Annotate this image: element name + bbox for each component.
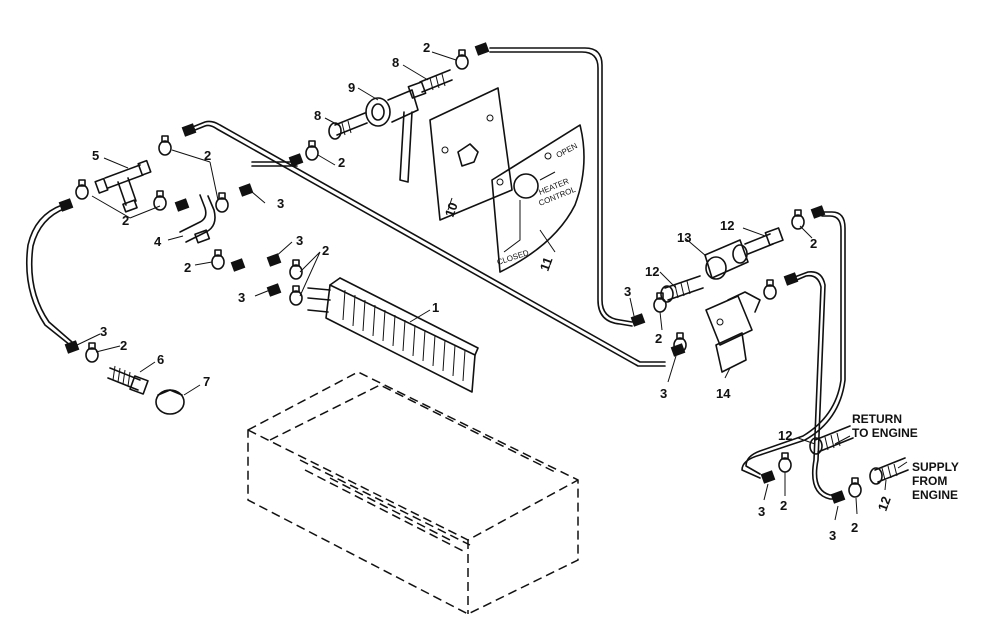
- callout-3: 3: [829, 528, 836, 543]
- callout-2: 2: [120, 338, 127, 353]
- clamp: [158, 135, 172, 156]
- plate-closed-text: CLOSED: [496, 248, 530, 267]
- return-note-line2: TO ENGINE: [852, 426, 918, 440]
- leader-lines: [74, 51, 908, 521]
- callout-3: 3: [660, 386, 667, 401]
- callout-3: 3: [758, 504, 765, 519]
- supply-note-line2: FROM: [912, 474, 947, 488]
- valve-fitting-upper: [407, 69, 453, 99]
- hose-ends: [58, 42, 846, 504]
- clamp: [153, 190, 167, 211]
- callout-11: 11: [537, 255, 556, 273]
- supply-note-line3: ENGINE: [912, 488, 958, 502]
- callout-5: 5: [92, 148, 99, 163]
- callout-2: 2: [423, 40, 430, 55]
- plate-open-text: OPEN: [555, 141, 579, 160]
- flow-notes: RETURN TO ENGINE SUPPLY FROM ENGINE: [852, 412, 959, 502]
- callout-3: 3: [296, 233, 303, 248]
- callout-12: 12: [645, 264, 659, 279]
- clamp: [211, 249, 225, 270]
- nipple-fitting: [107, 365, 149, 395]
- callout-3: 3: [624, 284, 631, 299]
- callout-12: 12: [875, 494, 894, 513]
- callout-12: 12: [720, 218, 734, 233]
- clamp: [848, 477, 862, 498]
- callout-2: 2: [655, 331, 662, 346]
- callout-1: 1: [432, 300, 439, 315]
- mounting-plate: [429, 87, 513, 221]
- adapter-fitting: [660, 275, 704, 303]
- clamp: [455, 49, 469, 70]
- clamp: [763, 279, 777, 300]
- adapter-fitting: [809, 425, 854, 455]
- callout-2: 2: [810, 236, 817, 251]
- clamp: [289, 285, 303, 306]
- clamp: [791, 209, 805, 230]
- clamp: [215, 192, 229, 213]
- tee-fitting: [94, 159, 152, 213]
- callout-10: 10: [442, 200, 461, 219]
- callout-2: 2: [122, 213, 129, 228]
- clamp: [289, 259, 303, 280]
- callout-14: 14: [716, 386, 731, 401]
- callout-2: 2: [204, 148, 211, 163]
- clamp: [75, 179, 89, 200]
- valve-fitting-lower: [328, 112, 368, 140]
- heater-core: [307, 277, 479, 393]
- callout-2: 2: [780, 498, 787, 513]
- callout-2: 2: [322, 243, 329, 258]
- supply-note-line1: SUPPLY: [912, 460, 959, 474]
- shutoff-valve: [365, 89, 419, 183]
- callout-2: 2: [338, 155, 345, 170]
- callout-4: 4: [154, 234, 162, 249]
- adapter-fitting: [869, 457, 909, 485]
- callout-9: 9: [348, 80, 355, 95]
- hose-lines: [25, 47, 846, 500]
- callout-8: 8: [314, 108, 321, 123]
- solenoid-valve: [705, 291, 761, 373]
- hose-clamps: [75, 49, 862, 498]
- callout-3: 3: [100, 324, 107, 339]
- cap: [155, 389, 185, 415]
- callout-8: 8: [392, 55, 399, 70]
- callout-2: 2: [184, 260, 191, 275]
- clamp: [85, 342, 99, 363]
- clamp: [305, 140, 319, 161]
- callout-3: 3: [238, 290, 245, 305]
- clamp: [778, 452, 792, 473]
- callout-13: 13: [677, 230, 691, 245]
- heater-housing: [247, 371, 579, 615]
- callout-labels: 2 8 9 8 5 2 2 3 2 4 3 2 2 3 1 3 2 6 7 10…: [92, 40, 894, 543]
- elbow-fitting: [179, 194, 216, 244]
- control-valve-body: [704, 227, 784, 280]
- callout-2: 2: [851, 520, 858, 535]
- callout-12: 12: [778, 428, 792, 443]
- callout-3: 3: [277, 196, 284, 211]
- callout-6: 6: [157, 352, 164, 367]
- clamp: [653, 292, 667, 313]
- callout-7: 7: [203, 374, 210, 389]
- return-note-line1: RETURN: [852, 412, 902, 426]
